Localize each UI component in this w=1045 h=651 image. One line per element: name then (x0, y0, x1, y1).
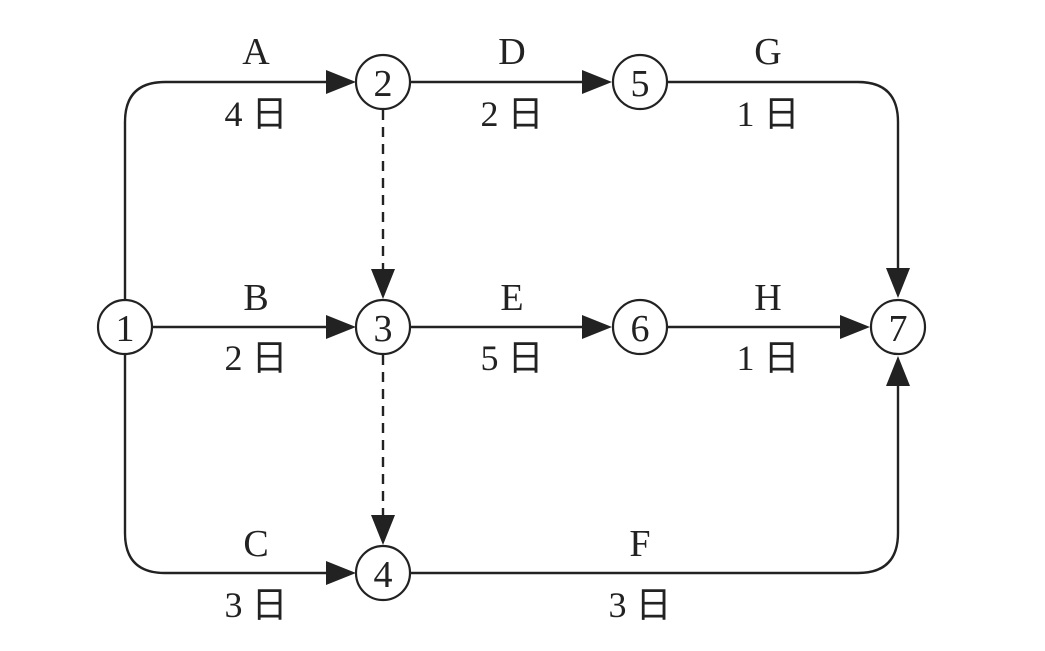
node-1: 1 (96, 298, 154, 356)
edge-f (411, 386, 900, 575)
edge-f-name: F (629, 523, 650, 565)
node-2: 2 (354, 53, 412, 111)
edge-c-name: C (243, 523, 268, 565)
node-7-label: 7 (889, 308, 908, 350)
node-6-label: 6 (631, 308, 650, 350)
node-6-circle (611, 298, 669, 356)
node-7-circle (869, 298, 927, 356)
node-5: 5 (611, 53, 669, 111)
node-6: 6 (611, 298, 669, 356)
node-2-circle (354, 53, 412, 111)
node-2-label: 2 (374, 63, 393, 105)
node-3-circle (354, 298, 412, 356)
node-4-label: 4 (374, 554, 393, 596)
edge-e-name: E (500, 277, 523, 319)
node-5-label: 5 (631, 63, 650, 105)
edge-b-name: B (243, 277, 268, 319)
edge-h-arrowhead (840, 315, 870, 339)
node-1-circle (96, 298, 154, 356)
edge-h-name: H (754, 277, 781, 319)
nodes: 1 2 3 4 5 6 7 (96, 53, 927, 602)
node-3: 3 (354, 298, 412, 356)
edge-g-name: G (754, 31, 781, 73)
node-1-label: 1 (116, 308, 135, 350)
node-4-circle (354, 544, 412, 602)
edge-b-duration: 2 日 (224, 338, 287, 378)
edge-a-name: A (242, 31, 270, 73)
edge-d-arrowhead (582, 70, 612, 94)
edge-g-arrowhead (886, 268, 910, 298)
node-5-circle (611, 53, 669, 111)
edge-h-duration: 1 日 (736, 338, 799, 378)
edge-a-duration: 4 日 (224, 94, 287, 134)
edge-g (667, 80, 900, 270)
edge-e-arrowhead (582, 315, 612, 339)
edge-e-duration: 5 日 (480, 338, 543, 378)
node-7: 7 (869, 298, 927, 356)
edge-f-arrowhead (886, 356, 910, 386)
dummy-edge-3-4-arrowhead (371, 515, 395, 545)
edge-c-arrowhead (326, 561, 356, 585)
edge-a (123, 80, 330, 300)
edge-c-duration: 3 日 (224, 585, 287, 625)
edge-f-duration: 3 日 (608, 585, 671, 625)
node-3-label: 3 (374, 308, 393, 350)
edge-c (123, 354, 330, 575)
edge-d-name: D (498, 31, 525, 73)
edge-a-arrowhead (326, 70, 356, 94)
edges (123, 70, 910, 585)
node-4: 4 (354, 544, 412, 602)
edge-labels: A 4 日 B 2 日 C 3 日 D 2 日 E 5 日 F 3 日 G 1 … (224, 31, 799, 625)
edge-d-duration: 2 日 (480, 94, 543, 134)
dummy-edge-2-3-arrowhead (371, 269, 395, 299)
edge-g-duration: 1 日 (736, 94, 799, 134)
edge-b-arrowhead (326, 315, 356, 339)
